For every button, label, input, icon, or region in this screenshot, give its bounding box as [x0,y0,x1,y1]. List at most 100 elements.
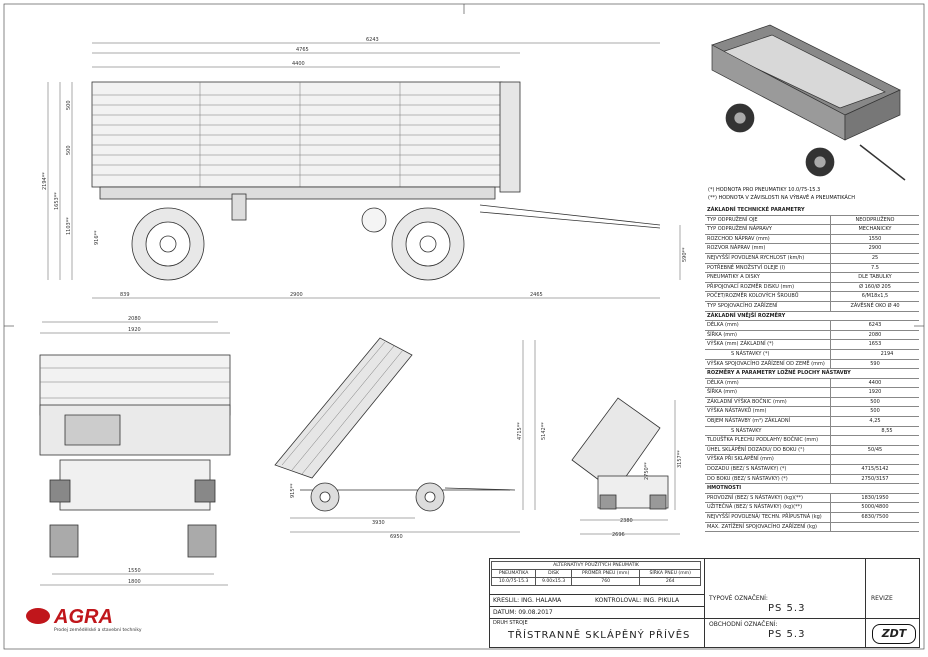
param-label: TLOUŠŤKA PLECHU PODLAHY/ BOČNIC (mm) [705,435,831,446]
param-label: MAX. ZATÍŽENÍ SPOJOVACÍHO ZAŘÍZENÍ (kg) [705,522,831,533]
param-value: 50/45 [830,445,919,456]
param-row: DO BOKU (BEZ/ S NÁSTAVKY) (*)2750/3157 [705,474,919,485]
param-label: ZÁKLADNÍ VNĚJŠÍ ROZMĚRY [705,311,919,322]
title-block: KRESLIL: ING. HALAMA KONTROLOVAL: ING. P… [489,558,920,648]
param-label: VÝŠKA PŘI SKLÁPĚNÍ (mm) [705,454,831,466]
dim-1653: 1653** [54,192,60,210]
param-value: 500 [830,397,919,408]
param-label: TYP SPOJOVACÍHO ZAŘÍZENÍ [705,301,831,312]
param-label: HMOTNOSTI [705,483,919,494]
param-value [830,522,919,533]
dim-2750: 2750** [644,462,650,480]
param-row: POTŘEBNÉ MNOŽSTVÍ OLEJE (l)7.5 [705,263,919,274]
dim-590: 590** [682,247,688,262]
param-value: 2080 [830,330,919,341]
param-value: 1653 [830,339,919,350]
param-label: VÝŠKA NÁSTAVKŮ (mm) [705,406,831,418]
dim-2194: 2194** [42,172,48,190]
dim-839: 839 [120,292,130,298]
param-label: DOZADU (BEZ/ S NÁSTAVKY) (*) [705,464,831,475]
param-label: DO BOKU (BEZ/ S NÁSTAVKY) (*) [705,474,831,485]
param-label: ŠÍŘKA (mm) [705,387,831,398]
param-value: 6/M18x1,5 [830,291,919,302]
param-value: 1920 [830,387,919,398]
param-value: 8,55 [830,426,919,437]
param-label: S NÁSTAVKY (*) [705,349,831,360]
dim-4765: 4765 [296,47,309,53]
dim-2080: 2080 [128,316,141,322]
param-label: TYP ODPRUŽENÍ OJE [705,215,831,226]
param-label: NEJVYŠŠÍ POVOLENÁ/ TECHN. PŘÍPUSTNÁ (kg) [705,512,831,523]
param-label: NEJVYŠŠÍ POVOLENÁ RYCHLOST (km/h) [705,253,831,264]
param-row: TLOUŠŤKA PLECHU PODLAHY/ BOČNIC (mm) [705,435,919,446]
param-label: S NÁSTAVKY [705,426,831,437]
param-row: ROZMĚRY A PARAMETRY LOŽNÉ PLOCHY NÁSTAVB… [705,368,919,379]
param-label: ŠÍŘKA (mm) [705,330,831,341]
checked-by: KONTROLOVAL: ING. PIKULA [595,597,680,604]
dim-4715: 4715** [517,422,523,440]
param-label: PŘIPOJOVACÍ ROZMĚR DISKU (mm) [705,282,831,293]
dim-1800: 1800 [128,579,141,585]
dim-6243: 6243 [366,37,379,43]
rear-tipping-view [274,337,536,533]
param-row: VÝŠKA NÁSTAVKŮ (mm)500 [705,406,919,418]
dim-2696: 2696 [612,532,625,538]
trade-designation-label: OBCHODNÍ OZNAČENÍ: [709,621,778,628]
param-value: 4400 [830,378,919,389]
param-row: PROVOZNÍ (BEZ/ S NÁSTAVKY) (kg)(**)1830/… [705,493,919,504]
logo-name: AGRA [53,606,113,628]
param-label: OBJEM NÁSTAVBY (m³) ZÁKLADNÍ [705,416,831,427]
param-row: DÉLKA (mm)4400 [705,378,919,389]
param-value: 5000/4800 [830,502,919,513]
isometric-view [711,24,906,181]
param-row: VÝŠKA (mm) ZÁKLADNÍ (*)1653 [705,339,919,350]
dim-3930: 3930 [372,520,385,526]
dim-1103: 1103** [66,217,72,235]
param-label: PNEUMATIKY A DISKY [705,272,831,283]
agra-logo: AGRA Prodej zemědělské a stavební techni… [26,606,142,633]
alt-cell: 264 [639,577,701,586]
side-dimensions [47,42,681,299]
param-label: PROVOZNÍ (BEZ/ S NÁSTAVKY) (kg)(**) [705,493,831,504]
param-label: VÝŠKA (mm) ZÁKLADNÍ (*) [705,339,831,350]
side-view [91,81,661,281]
param-label: TYP ODPRUŽENÍ NÁPRAVY [705,224,831,235]
machine-type: TŘÍSTRANNĚ SKLÁPĚNÝ PŘÍVĚS [508,630,691,641]
param-row: DÉLKA (mm)6243 [705,320,919,331]
param-row: DOZADU (BEZ/ S NÁSTAVKY) (*)4715/5142 [705,464,919,475]
param-row: NEJVYŠŠÍ POVOLENÁ/ TECHN. PŘÍPUSTNÁ (kg)… [705,512,919,523]
dim-500b: 500 [66,145,72,155]
param-label: ROZMĚRY A PARAMETRY LOŽNÉ PLOCHY NÁSTAVB… [705,368,919,379]
param-row: PŘIPOJOVACÍ ROZMĚR DISKU (mm)Ø 160/Ø 205 [705,282,919,293]
param-row: ROZVOR NÁPRAV (mm)2900 [705,243,919,254]
param-value [830,454,919,466]
dim-3157: 3157** [677,450,683,468]
param-label: DÉLKA (mm) [705,378,831,389]
param-row: VÝŠKA SPOJOVACÍHO ZAŘÍZENÍ OD ZEMĚ (mm)5… [705,359,919,370]
param-value: 1550 [830,234,919,245]
dim-2380: 2380 [620,518,633,524]
param-label: UŽITEČNÁ (BEZ/ S NÁSTAVKY) (kg)(**) [705,502,831,513]
param-value: 590 [830,359,919,370]
trade-designation: PS 5.3 [768,629,806,640]
param-value: 2194 [830,349,919,360]
param-value: MECHANICKY [830,224,919,235]
param-row: HMOTNOSTI [705,483,919,494]
param-value: 7.5 [830,263,919,274]
param-value: 2750/3157 [830,474,919,485]
param-row: S NÁSTAVKY (*)2194 [705,349,919,360]
param-row: ŠÍŘKA (mm)2080 [705,330,919,341]
param-label: ZÁKLADNÍ TECHNICKÉ PARAMETRY [705,206,919,216]
param-value: 4715/5142 [830,464,919,475]
note-1: (*) HODNOTA PRO PNEUMATIKY 10.0/75-15.3 [708,187,820,193]
param-value: 1830/1950 [830,493,919,504]
rear-view [39,321,231,586]
dim-2900: 2900 [290,292,303,298]
